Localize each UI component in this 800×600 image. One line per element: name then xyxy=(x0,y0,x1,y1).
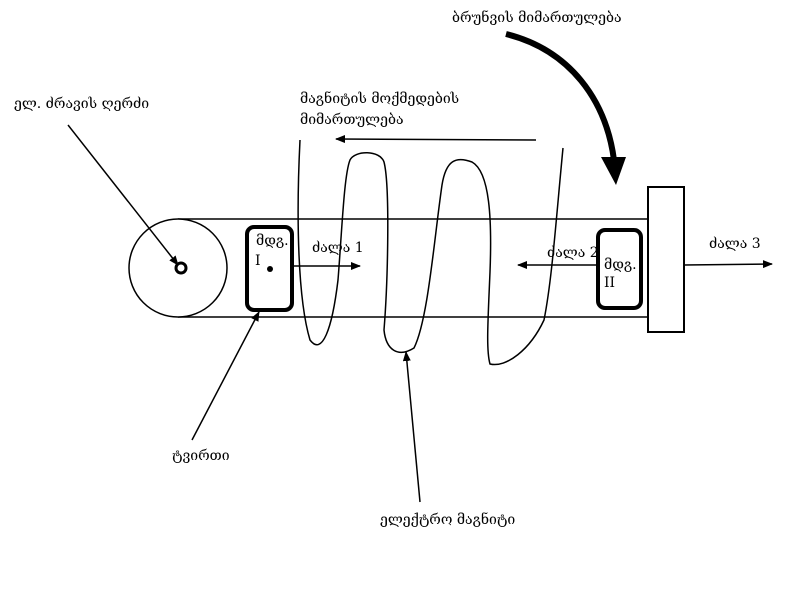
end-plate xyxy=(647,186,685,333)
magnet-direction-label-line1: მაგნიტის მოქმედების xyxy=(300,89,459,107)
force-1-label: ძალა 1 xyxy=(312,239,364,256)
position-2-numeral: II xyxy=(604,275,615,291)
position-2-box xyxy=(596,228,643,310)
rotation-direction-arrow xyxy=(505,31,617,161)
position-2-label: მდგ. xyxy=(604,256,637,273)
rotation-direction-label: ბრუნვის მიმართულება xyxy=(452,8,622,26)
position-1-dot xyxy=(267,266,273,272)
electromagnet-coil xyxy=(297,139,564,366)
position-1-numeral: I xyxy=(255,253,261,269)
load-label: ტვირთი xyxy=(172,447,230,464)
magnet-direction-arrow xyxy=(335,135,537,144)
force-3-label: ძალა 3 xyxy=(709,235,761,252)
electromagnet-label: ელექტრო მაგნიტი xyxy=(380,510,515,528)
electromagnet-pointer xyxy=(402,351,421,503)
rotation-direction-arrowhead xyxy=(601,157,626,185)
magnet-direction-label-line2: მიმართულება xyxy=(300,111,404,128)
motor-axis-label: ელ. ძრავის ღერძი xyxy=(14,95,149,112)
load-pointer xyxy=(191,311,260,441)
motor-axis-pointer xyxy=(67,124,179,266)
force-3-arrow xyxy=(683,260,773,269)
force-2-label: ძალა 2 xyxy=(547,244,599,261)
position-1-label: მდგ. xyxy=(256,232,289,249)
